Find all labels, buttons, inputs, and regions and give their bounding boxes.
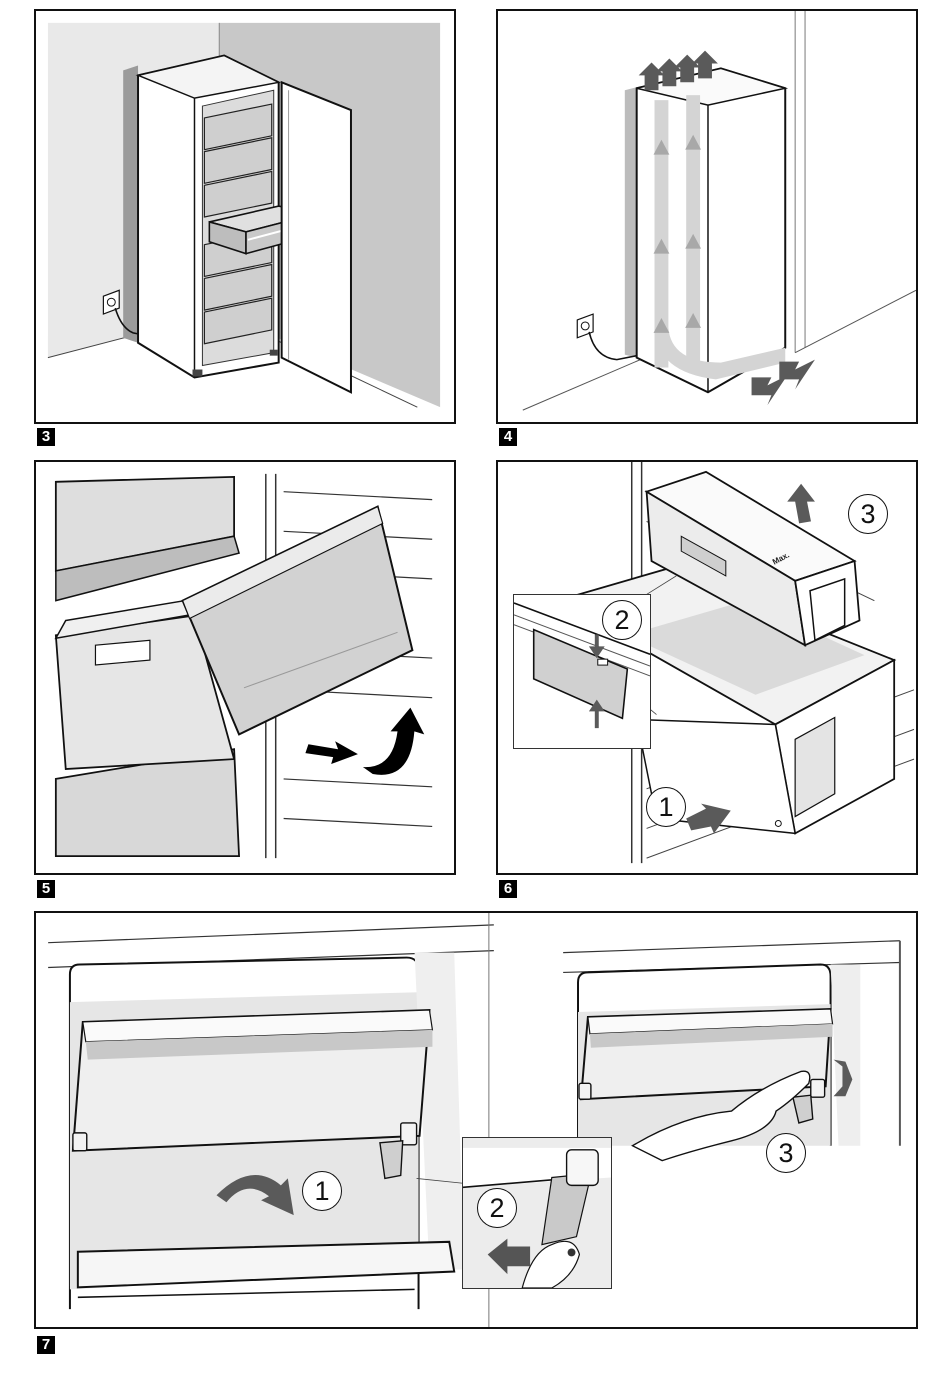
release-arrow-icon — [487, 1238, 531, 1275]
drawer-handle-recess — [532, 628, 629, 720]
figure-6-step-1: 1 — [646, 787, 686, 827]
figure-7-step-1: 1 — [302, 1171, 342, 1211]
hand-icon — [631, 1070, 811, 1162]
freezer-open-illustration — [47, 22, 441, 408]
figure-6-detail-inset — [513, 594, 651, 749]
airflow-arrow-icon — [653, 134, 702, 333]
lift-arrow-icon — [362, 707, 425, 775]
figure-6-label: 6 — [499, 880, 517, 898]
figure-6-panel: Max. 1 2 3 — [496, 460, 918, 875]
freezer-door — [280, 80, 352, 394]
drawer-removal-illustration — [54, 473, 433, 859]
press-up-arrow-icon — [588, 699, 605, 729]
pull-out-arrow-icon — [833, 1059, 853, 1097]
figure-7-label: 7 — [37, 1336, 55, 1354]
figure-6-step-3: 3 — [848, 494, 888, 534]
wall-socket-icon — [102, 289, 139, 335]
figure-5-panel — [34, 460, 456, 875]
curved-arrow-icon — [216, 1175, 294, 1216]
figure-7-step-3: 3 — [766, 1133, 806, 1173]
hinge-icon — [578, 1078, 826, 1124]
hinge-release-detail — [463, 1138, 611, 1288]
figure-4-label: 4 — [499, 428, 517, 446]
ice-box-icon — [644, 470, 861, 647]
hinge-icon — [72, 1122, 418, 1180]
figure-7-step-2: 2 — [477, 1188, 517, 1228]
flap-removal-illustration — [48, 913, 901, 1327]
figure-4-panel — [496, 9, 918, 424]
pulled-drawer — [54, 594, 236, 770]
lower-shelf — [76, 1240, 456, 1289]
figure-3-panel — [34, 9, 456, 424]
exhaust-arrow-icons — [638, 50, 718, 91]
flap-icon — [579, 1008, 834, 1101]
lift-arrow-icon — [787, 483, 815, 524]
drawer-stack — [203, 103, 273, 345]
pull-arrow-icon — [305, 741, 358, 765]
figure-7-panel: 2 1 3 — [34, 911, 918, 1329]
pull-arrow-icon — [686, 803, 731, 834]
finger-icon — [521, 1240, 581, 1288]
drawer-front — [181, 505, 414, 736]
figure-7-detail-inset: 2 — [462, 1137, 612, 1289]
airflow-path — [654, 95, 786, 380]
press-down-arrow-icon — [588, 634, 605, 659]
figure-5-label: 5 — [37, 880, 55, 898]
figure-6-step-2: 2 — [602, 600, 642, 640]
figure-3-label: 3 — [37, 428, 55, 446]
wall-socket-icon — [576, 313, 637, 361]
flap-icon — [71, 1009, 434, 1152]
intake-arrow-icons — [751, 359, 815, 406]
airflow-illustration — [522, 11, 916, 411]
